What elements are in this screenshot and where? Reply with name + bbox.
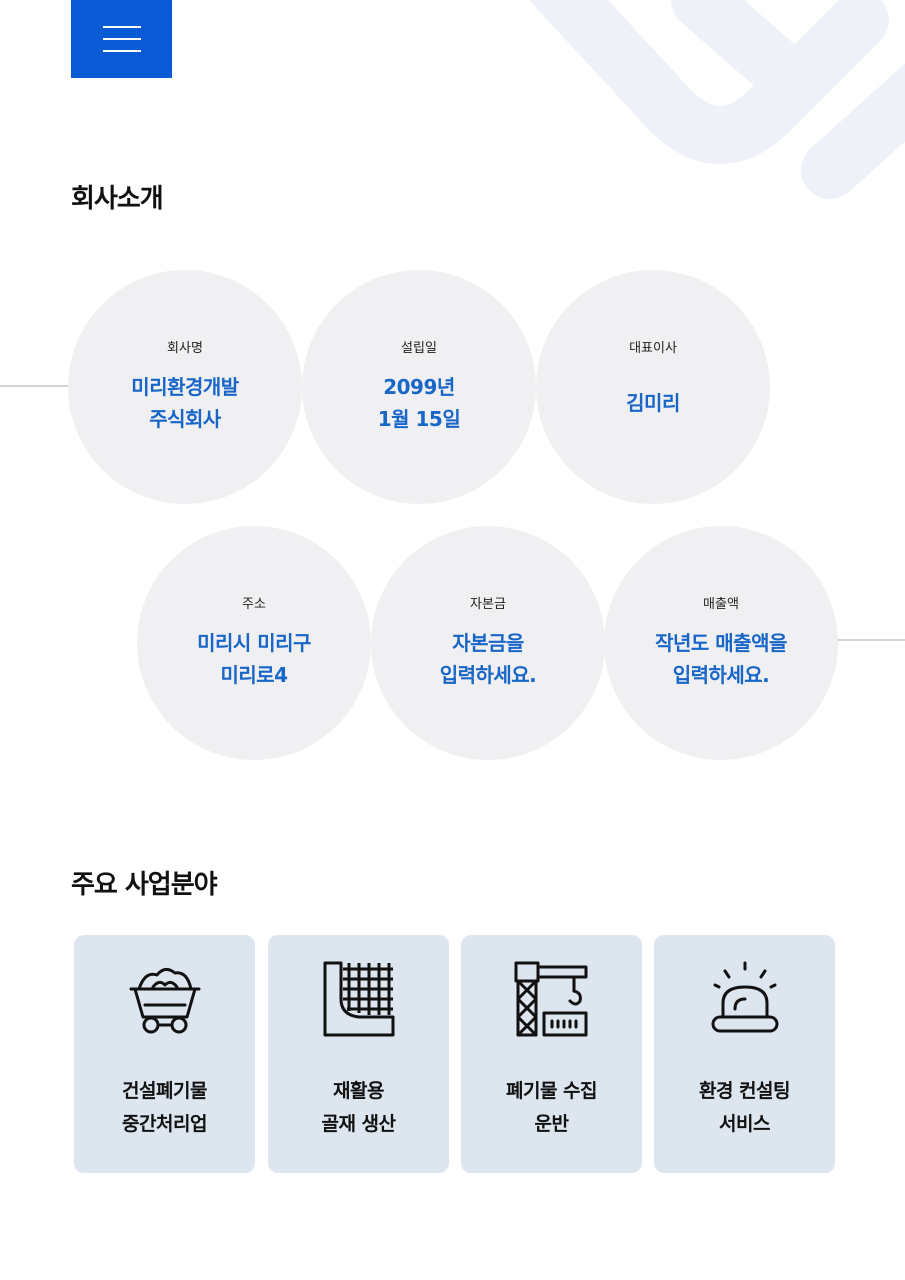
divider-line-right [830,639,905,641]
address-value: 미리시 미리구 미리로4 [197,631,311,687]
business-card-recycled-aggregate[interactable]: 재활용 골재 생산 [268,935,449,1173]
address-label: 주소 [242,597,266,612]
company-section-title: 회사소개 [71,184,164,214]
business-section-title: 주요 사업분야 [71,870,218,900]
business-card-label: 환경 컨설팅 서비스 [698,1080,791,1135]
address-circle: 주소 미리시 미리구 미리로4 [137,526,371,760]
revenue-value: 작년도 매출액을 입력하세요. [655,631,787,687]
company-name-circle: 회사명 미리환경개발 주식회사 [68,270,302,504]
hamburger-menu-icon [102,26,141,28]
siren-icon [711,961,778,1033]
business-card-label: 재활용 골재 생산 [321,1080,396,1135]
business-card-waste-transport[interactable]: 폐기물 수집 운반 [461,935,642,1173]
capital-value: 자본금을 입력하세요. [439,631,537,687]
ceo-value: 김미리 [626,391,680,415]
business-card-environmental-consulting[interactable]: 환경 컨설팅 서비스 [654,935,835,1173]
company-name-value: 미리환경개발 주식회사 [131,375,239,431]
business-card-label: 건설폐기물 중간처리업 [122,1080,207,1135]
business-card-construction-waste[interactable]: 건설폐기물 중간처리업 [74,935,255,1173]
founding-date-label: 설립일 [401,341,437,356]
capital-circle: 자본금 자본금을 입력하세요. [371,526,605,760]
capital-label: 자본금 [470,597,506,612]
divider-line-left [0,385,80,387]
business-card-label: 폐기물 수집 운반 [505,1080,598,1135]
background-logo-decoration [530,0,905,199]
founding-date-circle: 설립일 2099년 1월 15일 [302,270,536,504]
menu-button[interactable] [71,0,172,78]
recycled-aggregate-icon [323,961,394,1037]
founding-date-value: 2099년 1월 15일 [377,375,461,431]
mine-cart-icon [129,968,200,1034]
revenue-label: 매출액 [703,597,739,612]
revenue-circle: 매출액 작년도 매출액을 입력하세요. [604,526,838,760]
company-name-label: 회사명 [167,341,203,356]
ceo-label: 대표이사 [629,341,677,356]
ceo-circle: 대표이사 김미리 [536,270,770,504]
crane-icon [514,961,587,1037]
